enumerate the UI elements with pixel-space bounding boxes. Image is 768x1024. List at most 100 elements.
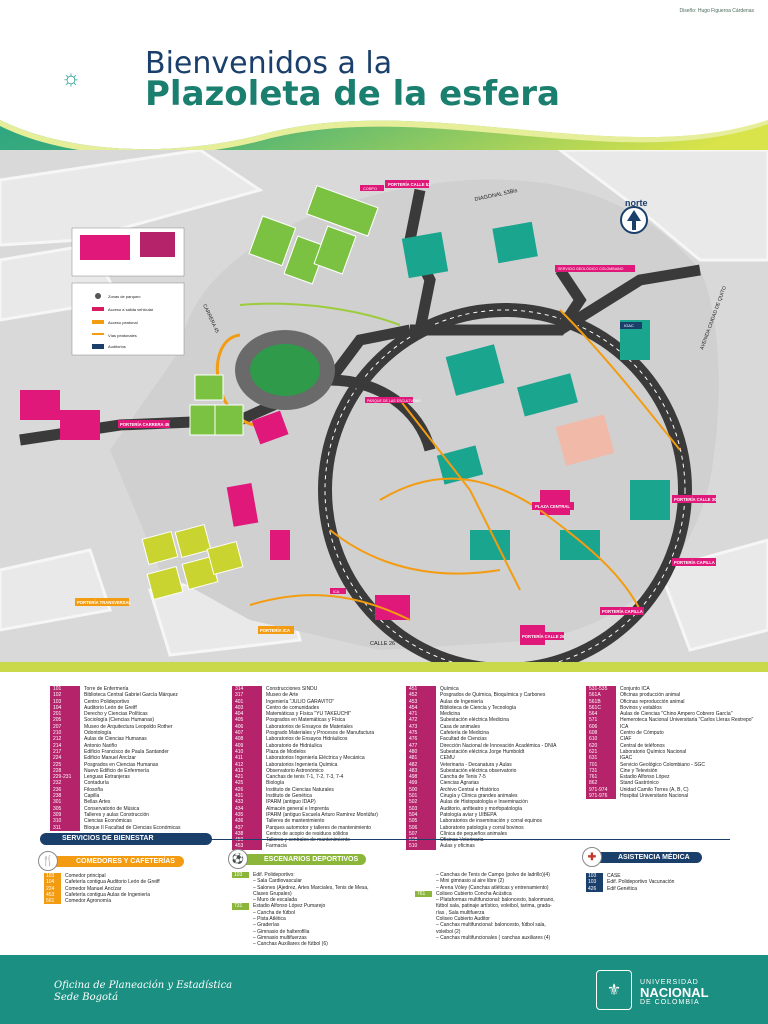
- service-entry: voleibol (2): [415, 929, 555, 935]
- building-code: 102: [50, 692, 80, 699]
- service-entry: – Gimnasio de halterofilia: [232, 929, 369, 935]
- service-entry: – Canchas de Tenis de Campo (polvo de la…: [415, 872, 555, 878]
- building-code: 210: [50, 730, 80, 737]
- building-code: 620: [586, 742, 616, 749]
- gate-capilla-b: PORTERÍA CAPILLA: [602, 609, 643, 614]
- deportivos-title: ESCENARIOS DEPORTIVOS: [236, 854, 366, 865]
- building-code: 408: [232, 736, 262, 743]
- service-code: 426: [586, 885, 603, 892]
- service-code: 103: [232, 872, 249, 879]
- building-name: Archivo Central e Histórico: [440, 786, 500, 793]
- medica-title: ASISTENCIA MÉDICA: [590, 852, 702, 863]
- building-name: Contaduría: [84, 780, 109, 787]
- service-entry: – Sala Cardiovascular: [232, 878, 369, 884]
- service-entry: – Arena Vóley (Canchas atléticas y entre…: [415, 885, 555, 891]
- building-name: Oficinas Veterinaria: [440, 837, 484, 844]
- building-name: Laboratorios de Ensayos Hidráulicos: [266, 736, 348, 743]
- pink-building: [555, 414, 615, 466]
- building-name: Parques automotor y talleres de mantenim…: [266, 824, 372, 831]
- building-code: 311: [50, 824, 80, 831]
- building-name: IPARM (antiguo Escuela Arturo Ramírez Mo…: [266, 811, 378, 818]
- service-entry: – Muro de escalada: [232, 897, 369, 903]
- service-entry: Coliseo Cubierto Auditor: [415, 916, 555, 922]
- building-code: 301: [50, 799, 80, 806]
- building-code: 473: [406, 723, 436, 731]
- building-code: 425: [232, 780, 262, 787]
- building-code: 317: [232, 692, 262, 699]
- building-name: Laboratorio Químico Nacional: [620, 748, 687, 755]
- service-code: 731: [232, 903, 249, 910]
- building-entry: 408 Laboratorios de Ensayos Hidráulicos: [232, 736, 378, 743]
- gate-calle-30: PORTERÍA CALLE 30: [674, 497, 717, 502]
- building-name: Conservatorio de Música: [84, 805, 140, 812]
- legend-auditorium: Auditorios: [108, 344, 126, 349]
- service-entry: – Canchas multifuncional: baloncesto, fú…: [415, 922, 555, 928]
- building-code: 310: [50, 818, 80, 825]
- service-name: – Canchas multifuncionales ( canchas aux…: [436, 934, 551, 941]
- north-east-road: [410, 266, 587, 336]
- service-name: Coliseo Cubierto Concha Acústica: [436, 890, 512, 897]
- building-code: 433: [232, 799, 262, 806]
- label-corpo: CORPO: [363, 187, 377, 191]
- building-name: Talleres de mantenimiento: [266, 818, 325, 825]
- building-code: 475: [406, 730, 436, 737]
- title-line-1: Bienvenidos a la: [145, 46, 393, 81]
- service-entry: – Graderías: [232, 922, 369, 928]
- building-name: Aulas de Ingeniería: [440, 698, 484, 705]
- building-name: Cafetería de Medicina: [440, 730, 489, 737]
- building-name: Laboratorios de Ensayos de Materiales: [266, 723, 353, 730]
- service-code: [232, 941, 249, 947]
- building-code: 212: [50, 736, 80, 743]
- building-code: 477: [406, 742, 436, 749]
- building-name: Cine y Televisión: [620, 767, 658, 774]
- building-name: Instituto de Ciencias Naturales: [266, 786, 334, 793]
- service-entry: – Mini gimnasio al aire libre (2): [415, 878, 555, 884]
- building-name: Antonio Nariño: [84, 742, 118, 749]
- building-code: 309: [50, 811, 80, 819]
- service-name: – Salones (Ajedrez, Artes Marciales, Ten…: [253, 884, 369, 891]
- building-code: 410: [232, 748, 262, 756]
- building-name: Cancha de Tenis 7-5: [440, 774, 486, 781]
- legend-vehicle-access: Acceso a salida vehicular: [108, 307, 154, 312]
- north-label: norte: [625, 198, 648, 208]
- building-code: 205: [50, 717, 80, 724]
- building-name: Bellas Artes: [84, 799, 111, 806]
- uni-line-1: UNIVERSIDAD: [640, 979, 699, 986]
- service-name: – Canchas multifuncional: baloncesto, fú…: [436, 922, 546, 929]
- gate-ica: PORTERÍA ICA: [260, 628, 290, 633]
- building-code: 454: [406, 704, 436, 712]
- building-code: 561C: [586, 704, 616, 712]
- service-code: 561: [44, 898, 61, 905]
- building-code: 236: [50, 786, 80, 794]
- office-line-2: Sede Bogotá: [54, 992, 119, 1003]
- building-entry: 301 Bellas Artes: [50, 799, 180, 806]
